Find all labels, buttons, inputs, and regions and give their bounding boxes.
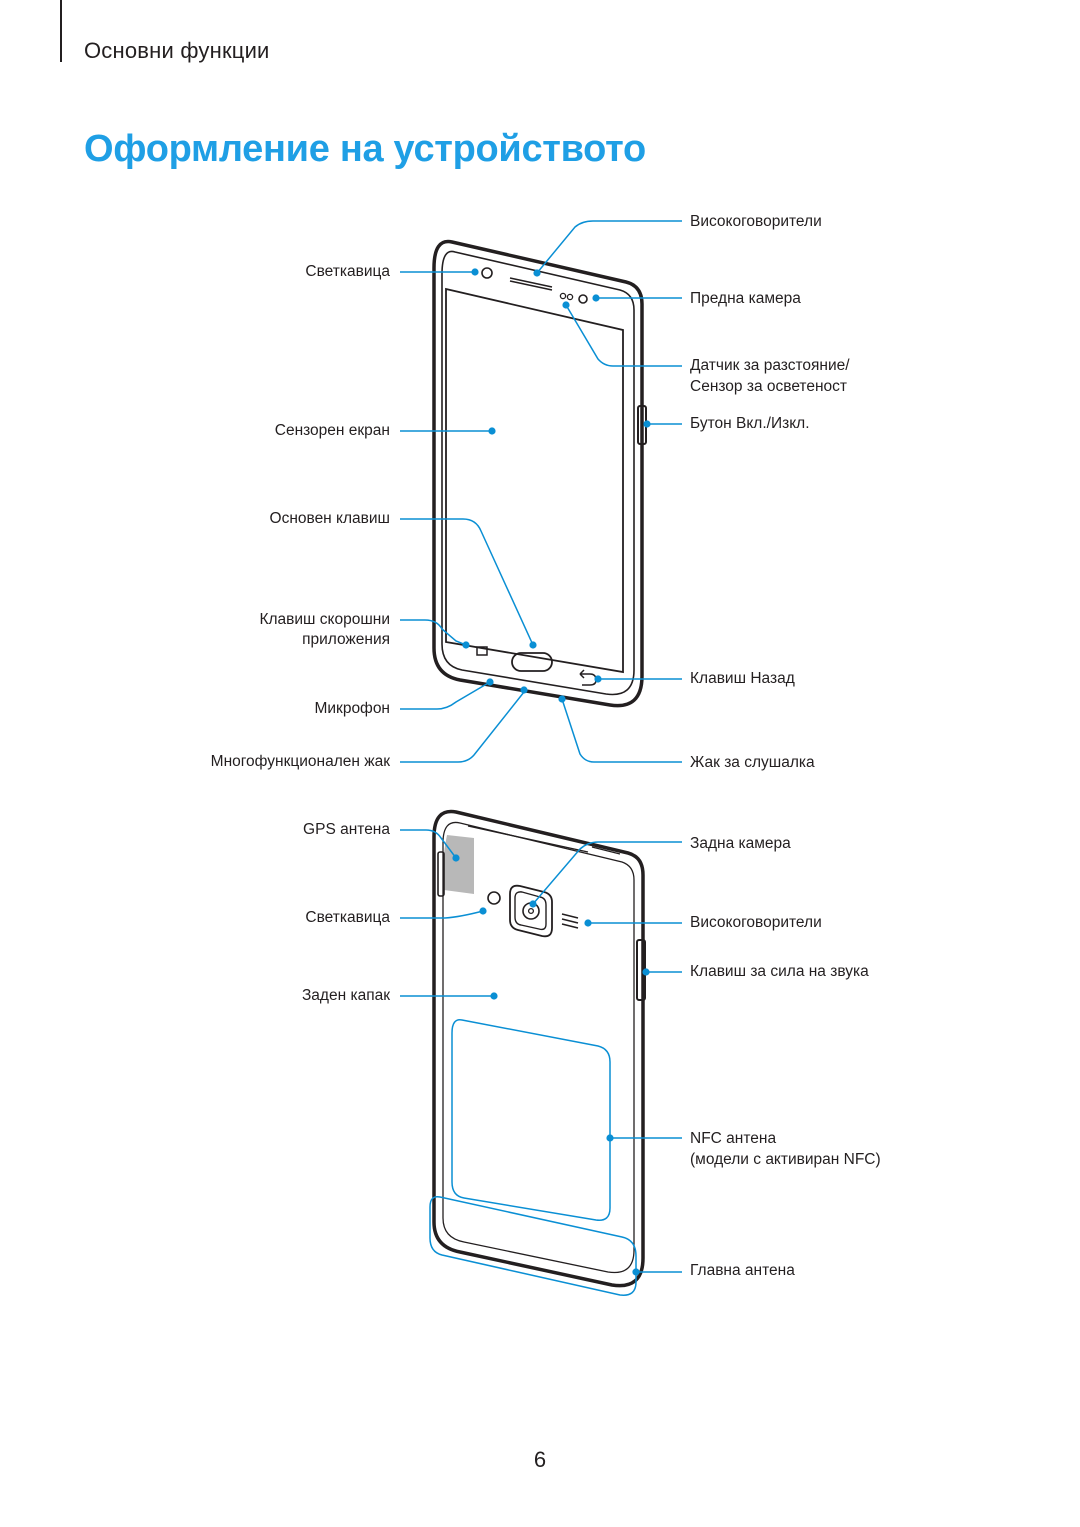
back-key-icon bbox=[579, 669, 597, 686]
back-callouts bbox=[400, 829, 682, 1296]
back-flash-icon bbox=[487, 891, 501, 905]
home-button bbox=[511, 652, 553, 672]
label-home-key: Основен клавиш bbox=[269, 510, 390, 527]
label-microphone: Микрофон bbox=[314, 700, 390, 717]
header-bar bbox=[60, 0, 62, 62]
rear-camera-housing bbox=[509, 884, 553, 938]
callout-proximity-sensor bbox=[565, 304, 682, 367]
label-front-camera: Предна камера bbox=[690, 290, 801, 307]
front-callouts bbox=[400, 220, 682, 763]
front-callout-dots bbox=[462, 268, 651, 703]
rear-camera-housing-inner bbox=[514, 891, 547, 931]
label-power-key: Бутон Вкл./Изкл. bbox=[690, 415, 810, 432]
main-antenna-outline bbox=[429, 1195, 637, 1296]
callout-earphone-jack bbox=[561, 698, 682, 763]
label-earphone-jack: Жак за слушалка bbox=[690, 754, 815, 771]
front-phone-body bbox=[432, 239, 644, 708]
label-front-flash: Светкавица bbox=[305, 263, 390, 280]
label-back-speaker: Високоговорители bbox=[690, 914, 822, 931]
front-phone-bezel bbox=[441, 250, 635, 696]
label-proximity-line1: Датчик за разстояние/ bbox=[690, 357, 850, 374]
callout-multipurpose-jack bbox=[400, 691, 525, 763]
label-rear-camera: Задна камера bbox=[690, 835, 791, 852]
back-callout-dots bbox=[452, 854, 650, 1276]
label-proximity-line2: Сензор за осветеност bbox=[690, 378, 847, 395]
front-flash-icon bbox=[481, 267, 493, 279]
label-main-antenna: Главна антена bbox=[690, 1262, 795, 1279]
callout-microphone bbox=[400, 681, 491, 710]
label-back-flash: Светкавица bbox=[305, 909, 390, 926]
rear-camera-lens-center bbox=[527, 907, 535, 915]
label-back-cover: Заден капак bbox=[301, 987, 390, 1004]
callout-back-flash bbox=[400, 910, 484, 919]
front-camera-icon bbox=[578, 294, 588, 304]
section-title: Основни функции bbox=[84, 38, 270, 63]
label-recent-apps-line1: Клавиш скорошни bbox=[259, 611, 390, 628]
callout-gps-antenna bbox=[400, 829, 457, 859]
recent-apps-icon bbox=[476, 646, 488, 656]
back-speaker-grille bbox=[561, 913, 579, 929]
label-back-key: Клавиш Назад bbox=[690, 670, 795, 687]
gps-antenna-area bbox=[443, 835, 474, 894]
page-title: Оформление на устройството bbox=[84, 128, 646, 170]
back-phone-illustration bbox=[432, 809, 646, 1288]
callout-recent-apps bbox=[400, 619, 467, 646]
back-side-key-left bbox=[437, 851, 445, 897]
label-nfc-line1: NFC антена bbox=[690, 1130, 777, 1147]
back-phone-inner-edge bbox=[442, 821, 635, 1274]
label-recent-apps-line2: приложения bbox=[302, 631, 390, 648]
label-multipurpose-jack: Многофункционален жак bbox=[210, 753, 390, 770]
label-volume-key: Клавиш за сила на звука bbox=[690, 963, 869, 980]
label-touchscreen: Сензорен екран bbox=[274, 422, 390, 439]
front-phone-illustration bbox=[432, 239, 647, 708]
nfc-antenna-outline bbox=[451, 1019, 611, 1221]
back-phone-body bbox=[432, 809, 645, 1288]
label-speaker: Високоговорители bbox=[690, 213, 822, 230]
proximity-sensor-icon bbox=[559, 292, 567, 300]
front-earpiece-grille bbox=[509, 277, 553, 291]
page-number: 6 bbox=[533, 1447, 547, 1472]
label-gps-antenna: GPS антена bbox=[303, 821, 390, 838]
label-nfc-line2: (модели с активиран NFC) bbox=[690, 1151, 881, 1168]
callout-rear-camera bbox=[532, 841, 682, 905]
front-screen bbox=[445, 287, 624, 674]
callout-home-key bbox=[400, 518, 534, 646]
back-top-edge bbox=[467, 825, 621, 855]
light-sensor-icon bbox=[566, 293, 574, 301]
callout-speaker bbox=[536, 220, 682, 274]
